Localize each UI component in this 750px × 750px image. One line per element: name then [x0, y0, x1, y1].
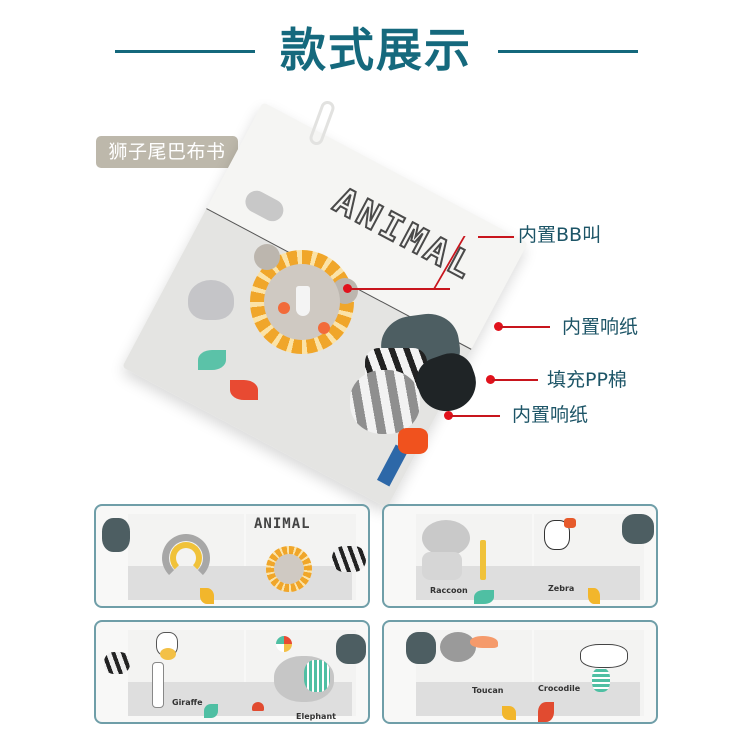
zebra-mane [564, 518, 576, 528]
callout-label: 内置BB叫 [518, 224, 602, 246]
animal-name-label: Elephant [296, 712, 336, 721]
mushroom-illustration [252, 702, 264, 711]
gray-plush [406, 632, 436, 664]
gray-stripe-tail [350, 370, 420, 434]
rainbow-inner [170, 542, 202, 574]
crocodile-body [592, 668, 610, 692]
gray-plush [336, 634, 366, 664]
raccoon-illustration [422, 520, 470, 556]
callout-line [500, 326, 550, 328]
product-style-tag: 狮子尾巴布书 [96, 136, 238, 168]
section-header: 款式展示 [0, 18, 750, 78]
lion-face [264, 264, 340, 340]
zebra-tail [332, 546, 366, 572]
leaf-illustration [204, 704, 218, 718]
callout-line [492, 379, 538, 381]
red-leaf-illustration [230, 380, 258, 400]
callout-line [478, 236, 514, 238]
giraffe-snout [160, 648, 176, 660]
leaf-illustration [474, 590, 494, 604]
zebra-tail [104, 652, 130, 674]
green-leaf-illustration [198, 350, 226, 370]
toucan-beak [470, 636, 498, 648]
animal-name-label: Zebra [548, 584, 575, 593]
header-divider-left [115, 50, 255, 53]
beach-ball-illustration [276, 636, 292, 652]
lion-cheek [278, 302, 290, 314]
callout-label: 内置响纸 [512, 404, 589, 426]
lion-cheek [318, 322, 330, 334]
callout-dot [343, 284, 352, 293]
lion-face-plush [250, 244, 358, 354]
hedgehog-illustration [188, 280, 234, 320]
product-hero-image: ANIMAL [122, 98, 528, 508]
animal-name-label: Giraffe [172, 698, 203, 707]
cloud-decoration [241, 186, 288, 226]
animal-name-label: Toucan [472, 686, 504, 695]
thumbnail-raccoon-zebra: Raccoon Zebra [382, 504, 658, 608]
page-title: 款式展示 [280, 23, 472, 77]
leaf-illustration [502, 706, 516, 720]
giraffe-neck [152, 662, 164, 708]
raccoon-body [422, 552, 462, 580]
gray-plush [622, 514, 654, 544]
callout-dot [444, 411, 453, 420]
callout-dot [494, 322, 503, 331]
thumbnail-giraffe-elephant: Giraffe Elephant [94, 620, 370, 724]
thumbnail-toucan-crocodile: Toucan Crocodile [382, 620, 658, 724]
callout-line [450, 415, 500, 417]
toucan-illustration [440, 632, 476, 662]
leaf-illustration [200, 588, 214, 604]
leaf-illustration [588, 588, 600, 604]
thumbnail-title: ANIMAL [254, 516, 311, 532]
thumbnail-animal-cover: ANIMAL [94, 504, 370, 608]
gray-plush [102, 518, 130, 552]
elephant-ear [304, 660, 330, 692]
callout-label: 填充PP棉 [547, 369, 627, 391]
header-divider-right [498, 50, 638, 53]
lion-face-inner [274, 554, 304, 584]
lion-nose [296, 286, 310, 316]
animal-name-label: Crocodile [538, 684, 581, 693]
callout-line [350, 288, 450, 290]
callout-label: 内置响纸 [562, 316, 639, 338]
crocodile-illustration [580, 644, 628, 668]
callout-dot [486, 375, 495, 384]
rainbow-illustration [162, 534, 210, 582]
lion-ear [254, 244, 280, 270]
orange-ribbon-tag [398, 428, 428, 454]
palm-tree-illustration [480, 540, 486, 580]
leaf-illustration [538, 702, 554, 722]
ground-area [128, 566, 352, 600]
animal-name-label: Raccoon [430, 586, 468, 595]
